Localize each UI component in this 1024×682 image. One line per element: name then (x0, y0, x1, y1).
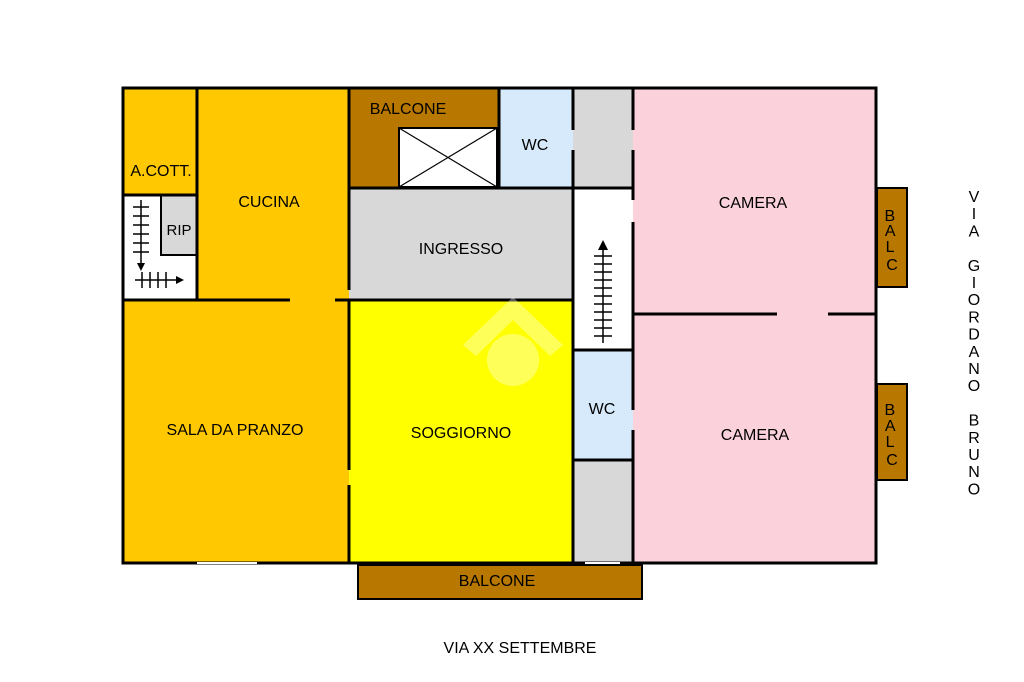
rip-label: RIP (166, 222, 191, 239)
balcone-bottom-room (357, 564, 643, 600)
wc-top-label: WC (522, 137, 549, 154)
camera-bottom-room (633, 314, 876, 563)
balc-letter: A (885, 418, 896, 435)
sala-da-pranzo-room (123, 300, 349, 563)
street-right-letter: O (968, 481, 980, 498)
balc-letter: B (884, 208, 895, 225)
wc-bottom-label: WC (589, 401, 616, 418)
street-right-letter: N (968, 464, 980, 481)
cucina-room (197, 88, 349, 300)
wc-top-room (499, 88, 573, 188)
corridor-top (573, 88, 633, 188)
street-right-letter: I (972, 206, 976, 223)
sala-da-pranzo-label: SALA DA PRANZO (167, 422, 304, 439)
street-right-letter: R (968, 309, 980, 326)
rip-room (161, 195, 197, 255)
balc-letter: C (886, 452, 898, 469)
cucina-label: CUCINA (238, 194, 300, 211)
elevator-shaft-icon (398, 127, 498, 188)
interior-walls (123, 88, 876, 563)
corridor-bottom (573, 460, 633, 563)
acott-label: A.COTT. (130, 163, 191, 180)
street-right-letter: R (968, 430, 980, 447)
street-right-letter: V (969, 189, 980, 206)
balcone-bottom-label: BALCONE (459, 573, 535, 590)
soggiorno-room (349, 300, 573, 563)
camera-top-label: CAMERA (719, 195, 788, 212)
street-right-letter: O (968, 292, 980, 309)
acott-room (123, 88, 197, 195)
wc-bottom-room (573, 350, 633, 460)
street-right-letter: A (969, 344, 980, 361)
street-right-letter: I (972, 275, 976, 292)
ingresso-room (349, 188, 573, 300)
balc-letter: B (884, 402, 895, 419)
balc-letter: A (885, 223, 896, 240)
camera-top-room (633, 88, 876, 314)
street-right-letter: A (969, 223, 980, 240)
stairs-icon (133, 200, 184, 288)
street-right-letter: U (968, 447, 980, 464)
balc-right-top-label: B A L C (884, 208, 899, 274)
balc-letter: L (886, 239, 895, 256)
balc-letter: L (886, 434, 895, 451)
soggiorno-label: SOGGIORNO (411, 425, 511, 442)
street-right-letter: D (968, 327, 980, 344)
street-right-letter: G (968, 258, 980, 275)
street-right-letter: B (969, 413, 980, 430)
watermark-logo-icon (463, 297, 563, 386)
balc-letter: C (886, 257, 898, 274)
street-right-letter: O (968, 378, 980, 395)
balc-right-bottom-label: B A L C (884, 402, 899, 469)
camera-bottom-label: CAMERA (721, 427, 790, 444)
street-bottom-label: VIA XX SETTEMBRE (444, 640, 597, 657)
stairs-icon (594, 240, 612, 343)
ingresso-label: INGRESSO (419, 241, 503, 258)
balcone-top-label: BALCONE (370, 101, 446, 118)
street-right-letter: N (968, 361, 980, 378)
